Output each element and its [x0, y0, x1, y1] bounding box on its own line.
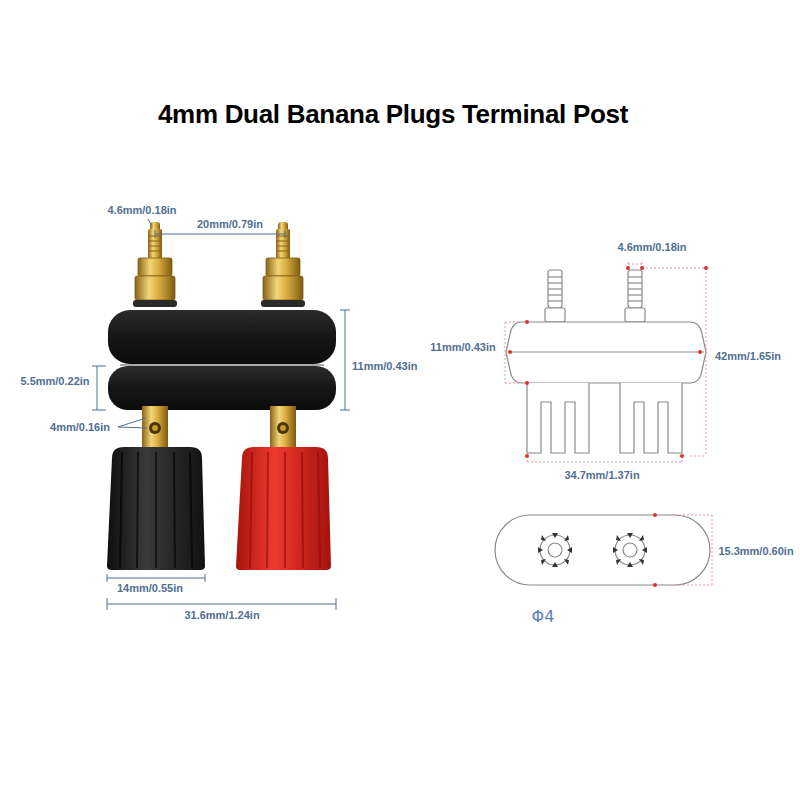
- dimension-label: 4mm/0.16in: [50, 421, 110, 434]
- dimension-label: 15.3mm/0.60in: [718, 545, 793, 558]
- dimension-label: 11mm/0.43in: [430, 341, 495, 354]
- dimension-label: 34.7mm/1.37in: [564, 469, 639, 482]
- dimension-lines: [92, 219, 350, 610]
- dimension-label: 14mm/0.55in: [117, 582, 183, 595]
- terminal-photo: [107, 222, 336, 570]
- dimension-label: 20mm/0.79in: [197, 218, 263, 231]
- contact-arrows: [538, 533, 647, 567]
- dimension-label: 42mm/1.65in: [715, 350, 781, 363]
- dimension-lines: [505, 262, 712, 585]
- dimension-label: 11mm/0.43in: [352, 360, 417, 373]
- dimension-label: 5.5mm/0.22in: [20, 375, 89, 388]
- dimension-dots: [508, 266, 708, 587]
- title: 4mm Dual Banana Plugs Terminal Post: [158, 100, 628, 130]
- dimension-label: 4.6mm/0.18in: [107, 204, 176, 217]
- terminal-line-drawing: [495, 270, 710, 585]
- dimension-label: 31.6mm/1.24in: [184, 609, 259, 622]
- dimension-label: 4.6mm/0.18in: [617, 241, 686, 254]
- diameter-label: Φ4: [532, 608, 555, 626]
